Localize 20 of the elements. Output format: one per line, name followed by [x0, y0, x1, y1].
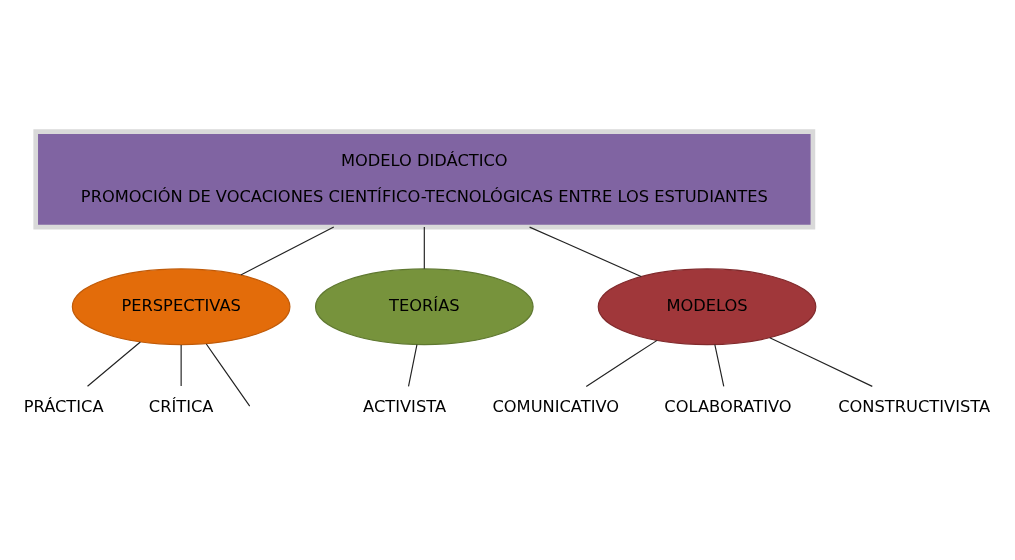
node-text: CONSTRUCTIVISTA: [838, 396, 991, 416]
node-text: COMUNICATIVO: [492, 396, 620, 416]
node-text: PRÁCTICA: [23, 396, 104, 416]
node-ellipse: MODELOS: [597, 268, 817, 346]
node-text: COLABORATIVO: [664, 396, 792, 416]
connector: [585, 339, 658, 387]
connector: [180, 344, 182, 387]
connector: [205, 343, 251, 407]
connector: [529, 226, 642, 277]
connector: [714, 343, 725, 387]
node-box: MODELO DIDÁCTICO PROMOCIÓN DE VOCACIONES CIENTÍFICO-TECNOLÓGICAS ENTRE LOS ESTUDIANTES: [33, 129, 816, 230]
node-ellipse: TEORÍAS: [314, 268, 534, 346]
node-ellipse: PERSPECTIVAS: [71, 268, 291, 346]
connector: [240, 226, 335, 276]
connector: [423, 226, 425, 270]
connector: [407, 343, 418, 387]
connector: [769, 337, 873, 387]
node-text: CRÍTICA: [148, 396, 214, 416]
node-text: ACTIVISTA: [363, 396, 447, 416]
connector: [86, 341, 141, 387]
